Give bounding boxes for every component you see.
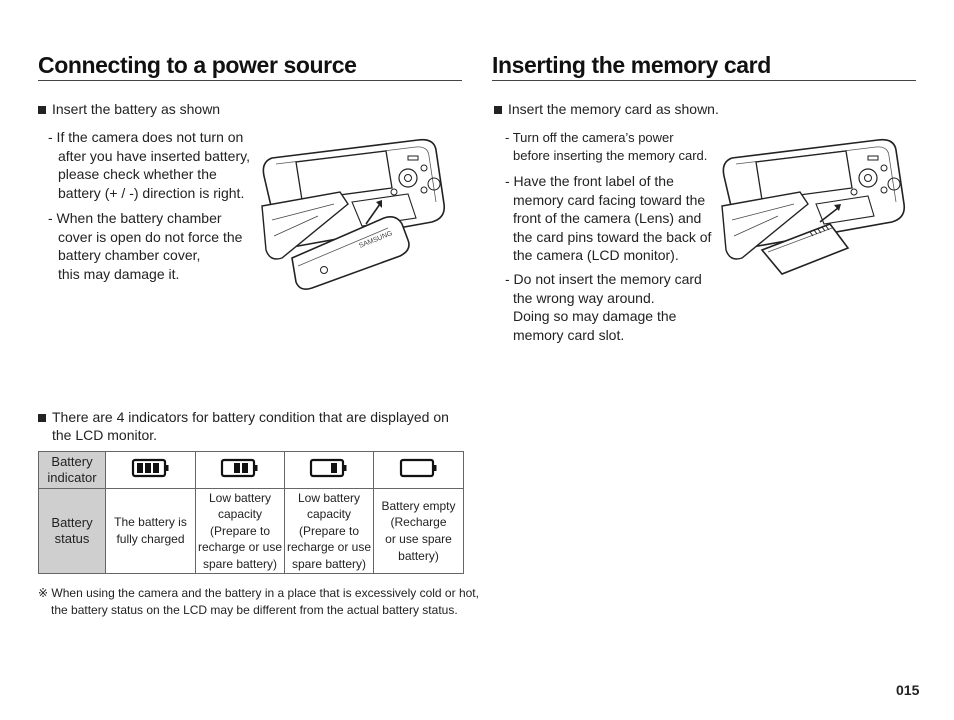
table-row-status: Battery status The battery is fully char… [38, 488, 464, 574]
row-header-indicator: Battery indicator [38, 451, 106, 489]
card-note-3: - Do not insert the memory card the wron… [505, 271, 702, 343]
title-rule-left [38, 80, 462, 81]
battery-empty-icon [399, 458, 436, 477]
battery-indicator-table-wrap: Battery indicator [38, 451, 464, 574]
footnote-line-2: the battery status on the LCD may be dif… [51, 603, 458, 617]
bullet-insert-card: Insert the memory card as shown. [494, 100, 719, 118]
status-cell-empty: Battery empty (Recharge or use spare bat… [373, 488, 464, 574]
footnote-line-1: ※ When using the camera and the battery … [38, 586, 479, 600]
battery-two-thirds-icon [220, 458, 258, 477]
card-note-1: - Turn off the camera’s power before ins… [505, 130, 708, 163]
battery-indicator-table: Battery indicator [38, 451, 464, 574]
indicator-cell-one-third [284, 451, 374, 489]
section-title-power: Connecting to a power source [38, 52, 357, 78]
battery-note-1: - If the camera does not turn on after y… [48, 129, 250, 201]
memory-card-insertion-illustration [721, 138, 906, 275]
card-note-2: - Have the front label of the memory car… [505, 173, 712, 264]
bullet-battery-indicators: There are 4 indicators for battery condi… [38, 408, 449, 426]
battery-note-2: - When the battery chamber cover is open… [48, 210, 243, 282]
indicator-cell-full [105, 451, 196, 489]
table-row-indicators: Battery indicator [38, 451, 464, 489]
battery-one-third-icon [309, 458, 347, 477]
bullet-square-icon [38, 414, 46, 422]
bullet-square-icon [38, 106, 46, 114]
page-number: 015 [896, 682, 920, 698]
bullet-insert-battery: Insert the battery as shown [38, 100, 220, 118]
indicator-cell-empty [373, 451, 464, 489]
row-header-status: Battery status [38, 488, 106, 574]
status-cell-one-third: Low battery capacity (Prepare to recharg… [284, 488, 374, 574]
bullet-square-icon [494, 106, 502, 114]
bullet-text: Insert the battery as shown [52, 101, 221, 117]
status-cell-full: The battery is fully charged [105, 488, 196, 574]
battery-full-icon [131, 458, 168, 477]
indicator-cell-two-thirds [195, 451, 285, 489]
bullet-text: There are 4 indicators for battery condi… [52, 409, 449, 425]
bullet-battery-indicators-cont: the LCD monitor. [52, 427, 158, 443]
status-cell-two-thirds: Low battery capacity (Prepare to recharg… [195, 488, 285, 574]
title-rule-right [492, 80, 916, 81]
battery-insertion-illustration: SAMSUNG [261, 138, 446, 290]
bullet-text: Insert the memory card as shown. [508, 101, 719, 117]
section-title-memory-card: Inserting the memory card [492, 52, 771, 78]
